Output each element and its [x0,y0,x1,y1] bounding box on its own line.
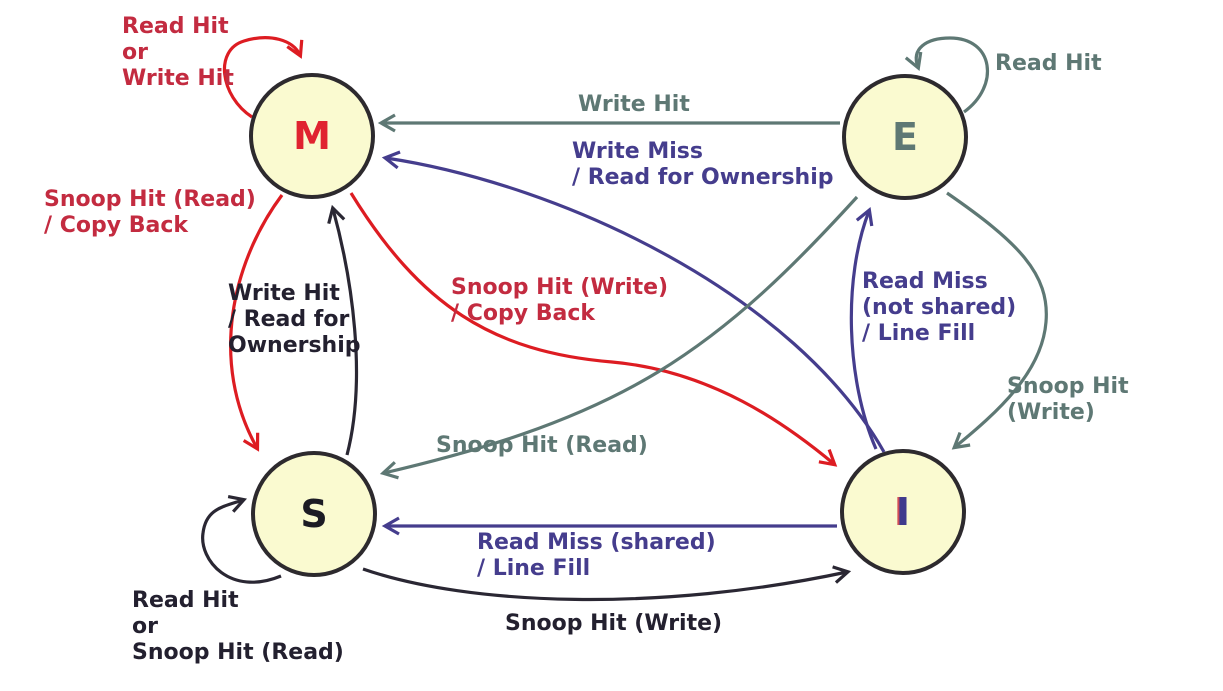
label-m-to-i-snoop-hit-write: Snoop Hit (Write) / Copy Back [451,275,669,326]
arrow-e-to-i [946,191,1048,450]
state-node-invalid: I [840,449,966,575]
arrow-s-self [201,494,282,584]
label-m-to-s-snoop-hit-read: Snoop Hit (Read) / Copy Back [44,187,256,238]
arrow-m-self [222,36,304,119]
state-letter-e: E [892,115,918,159]
label-s-to-i-snoop-hit-write: Snoop Hit (Write) [505,611,723,636]
arrow-m-to-s [229,194,284,452]
label-i-to-s-read-miss-shared: Read Miss (shared) / Line Fill [477,530,716,581]
label-i-to-e-read-miss-not-shared: Read Miss (not shared) / Line Fill [862,269,1017,346]
arrow-m-to-i [349,192,838,467]
arrow-s-to-i [362,565,852,602]
state-letter-m: M [293,114,331,158]
label-i-to-m-write-miss: Write Miss / Read for Ownership [572,139,834,190]
state-letter-s: S [300,492,328,536]
label-s-self-read-hit-or-snoop: Read Hit or Snoop Hit (Read) [132,588,344,665]
arrow-s-to-m [327,204,359,456]
label-e-to-i-snoop-hit-write: Snoop Hit (Write) [1007,374,1129,425]
label-e-self-read-hit: Read Hit [995,51,1102,76]
state-letter-i: I [895,490,911,534]
arrow-i-to-m [381,150,886,453]
arrow-e-to-s [379,195,859,480]
state-node-shared: S [251,451,377,577]
label-s-to-m-write-hit: Write Hit / Read for Ownership [228,281,361,358]
label-m-self-read-or-write-hit: Read Hit or Write Hit [122,14,234,91]
arrow-e-self [904,36,990,114]
arrow-i-to-e [849,207,878,450]
state-node-modified: M [249,73,375,199]
label-e-to-m-write-hit: Write Hit [578,92,690,117]
state-node-exclusive: E [842,74,968,200]
label-e-to-s-snoop-hit-read: Snoop Hit (Read) [436,433,648,458]
